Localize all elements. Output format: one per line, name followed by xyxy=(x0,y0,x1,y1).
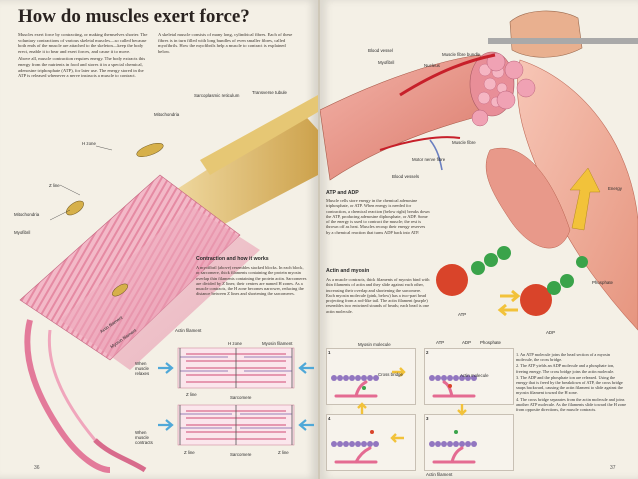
contraction-text: A myofibril (above) resembles stacked bl… xyxy=(196,265,307,297)
label-motor-nerve-fibre: Motor nerve fibre xyxy=(412,157,446,162)
label-adp: ADP xyxy=(546,330,556,335)
diagram-actin-filament: Actin filament xyxy=(175,328,202,333)
left-page: How do muscles exert force? Muscles exer… xyxy=(0,0,318,479)
myofibril-illustration xyxy=(19,95,318,473)
atp-adp-heading: ATP and ADP xyxy=(326,190,359,196)
panel-label-cross-bridge: Cross bridge xyxy=(378,372,403,377)
panel-label-actin-molecule: Actin molecule xyxy=(460,373,489,378)
page-number-left: 36 xyxy=(34,465,40,471)
diagram-z-line: Z line xyxy=(186,392,197,397)
cycle-steps: 1. An ATP molecule joins the head sectio… xyxy=(516,352,626,413)
label-myofibril-right: Myofibril xyxy=(378,60,395,65)
intro-column-1: Muscles exert force by contracting, or m… xyxy=(18,32,148,79)
diagram-relaxed: When muscle relaxes xyxy=(135,361,150,376)
label-mitochondria-left: Mitochondria xyxy=(14,212,40,217)
label-transverse-tubule: Transverse tubule xyxy=(252,90,287,95)
diagram-sarcomere-2: Sarcomere xyxy=(230,452,252,457)
intro-column-2: A skeletal muscle consists of many long,… xyxy=(158,32,293,54)
panel-label-phosphate: Phosphate xyxy=(480,340,501,345)
actin-myosin-heading: Actin and myosin xyxy=(326,268,370,274)
panel-label-actin-filament: Actin filament xyxy=(426,472,453,477)
panel-number-4: 4 xyxy=(328,416,331,421)
diagram-z-line-3: Z line xyxy=(278,450,289,455)
diagram-z-line-2: Z line xyxy=(184,450,195,455)
label-sarcoplasmic-reticulum: Sarcoplasmic reticulum xyxy=(194,93,240,98)
label-phosphate: Phosphate xyxy=(592,280,613,285)
panel-label-myosin-molecule: Myosin molecule xyxy=(358,342,391,347)
sarcomere-diagram xyxy=(158,347,314,446)
panel-number-3: 3 xyxy=(426,416,429,421)
book-gutter xyxy=(318,0,320,479)
contraction-heading: Contraction and how it works xyxy=(196,256,269,262)
diagram-myosin-filament: Myosin filament xyxy=(262,341,293,346)
label-blood-vessel: Blood vessel xyxy=(368,48,393,53)
label-nucleus: Nucleus xyxy=(424,63,440,68)
page-title: How do muscles exert force? xyxy=(18,6,250,27)
panel-number-1: 1 xyxy=(328,350,331,355)
label-z-line: Z line xyxy=(49,183,60,188)
atp-adp-text: Muscle cells store energy in the chemica… xyxy=(326,198,430,235)
step-3: 3. The ADP and the phosphate ion are rel… xyxy=(516,374,623,396)
label-muscle-fibre: Muscle fibre xyxy=(452,140,476,145)
page-number-right: 37 xyxy=(610,465,616,471)
actin-myosin-text: As a muscle contracts, thick filaments o… xyxy=(326,277,430,314)
panel-label-atp: ATP xyxy=(436,340,445,345)
label-atp: ATP xyxy=(458,312,467,317)
label-mitochondria-top: Mitochondria xyxy=(154,112,180,117)
label-blood-vessels: Blood vessels xyxy=(392,174,420,179)
cycle-diagram xyxy=(331,367,477,464)
muscle-illustration xyxy=(320,10,638,331)
label-muscle-fibre-bundle: Muscle fibre bundle xyxy=(442,52,481,57)
diagram-h-zone: H zone xyxy=(228,341,242,346)
step-1: 1. An ATP molecule joins the head sectio… xyxy=(516,352,610,363)
label-energy: Energy xyxy=(608,186,622,191)
panel-label-adp: ADP xyxy=(462,340,472,345)
label-myofibril: Myofibril xyxy=(14,230,31,235)
diagram-sarcomere: Sarcomere xyxy=(230,395,252,400)
diagram-contracts: When muscle contracts xyxy=(135,430,153,445)
panel-number-2: 2 xyxy=(426,350,429,355)
step-2: 2. The ATP yields an ADP molecule and a … xyxy=(516,363,615,374)
step-4: 4. The cross bridge separates from the a… xyxy=(516,396,626,413)
label-h-zone: H zone xyxy=(82,141,96,146)
